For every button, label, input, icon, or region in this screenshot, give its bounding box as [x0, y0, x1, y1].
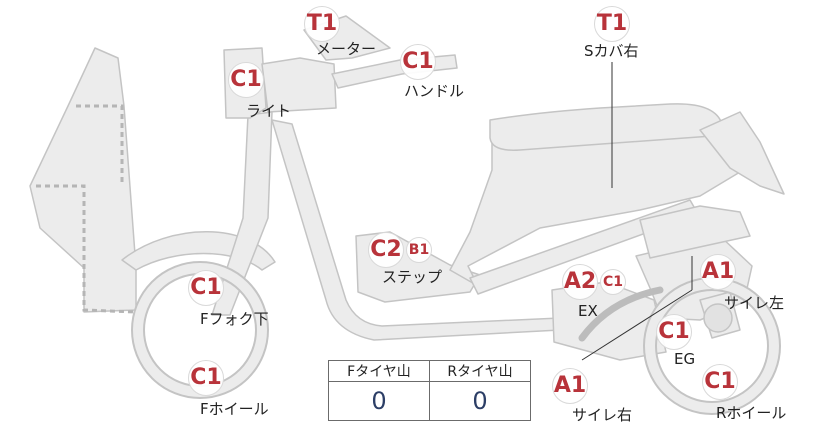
- rear-shock: [639, 205, 751, 259]
- handle-grade-badge: C1: [400, 44, 436, 80]
- engine-grade-badge: C1: [656, 314, 692, 350]
- engine-label: EG: [674, 350, 696, 368]
- tire-tread-table: Fタイヤ山 Rタイヤ山 0 0: [328, 360, 531, 421]
- front-fork-grade-badge: C1: [188, 270, 224, 306]
- front-shield: [29, 47, 137, 313]
- exhaust-sub-grade-badge: C1: [600, 269, 626, 295]
- handle-tag[interactable]: C1: [400, 44, 436, 80]
- meter-grade-badge: T1: [304, 6, 340, 42]
- step-label: ステップ: [382, 268, 443, 286]
- silencer-l-tag[interactable]: A1: [700, 254, 736, 290]
- tread-header-row: Fタイヤ山 Rタイヤ山: [328, 360, 531, 382]
- front-tread-header: Fタイヤ山: [328, 360, 430, 382]
- silencer-r-tag[interactable]: A1: [552, 368, 588, 404]
- front-wheel-grade-badge: C1: [188, 360, 224, 396]
- rear-tread-value[interactable]: 0: [429, 381, 531, 421]
- tail: [699, 111, 785, 195]
- rear-tread-header: Rタイヤ山: [429, 360, 531, 382]
- meter-label: メーター: [316, 40, 377, 58]
- light-label: ライト: [246, 102, 292, 120]
- front-wheel-label: Fホイール: [200, 400, 269, 418]
- rear-wheel-grade-badge: C1: [702, 364, 738, 400]
- front-fork-tag[interactable]: C1: [188, 270, 224, 306]
- front-wheel-tag[interactable]: C1: [188, 360, 224, 396]
- silencer-l-grade-badge: A1: [700, 254, 736, 290]
- silencer-l-label: サイレ左: [724, 294, 785, 312]
- side-cover-r-tag[interactable]: T1: [594, 6, 630, 42]
- meter-tag[interactable]: T1: [304, 6, 340, 42]
- front-tread-value[interactable]: 0: [328, 381, 430, 421]
- exhaust-label: EX: [578, 302, 598, 320]
- silencer-r-grade-badge: A1: [552, 368, 588, 404]
- step-sub-grade-badge: B1: [406, 237, 432, 263]
- exhaust-pipe: [578, 286, 664, 342]
- tread-value-row: 0 0: [328, 381, 531, 421]
- engine-tag[interactable]: C1: [656, 314, 692, 350]
- exhaust-tag[interactable]: A2 C1: [562, 264, 626, 300]
- handle-cover: [261, 57, 337, 113]
- step-tag[interactable]: C2 B1: [368, 232, 432, 268]
- step-grade-badge: C2: [368, 232, 404, 268]
- rear-wheel-tag[interactable]: C1: [702, 364, 738, 400]
- exhaust-grade-badge: A2: [562, 264, 598, 300]
- silencer-r-label: サイレ右: [572, 406, 633, 424]
- rear-wheel-label: Rホイール: [716, 404, 787, 422]
- side-cover-r-label: Sカバ右: [584, 42, 639, 60]
- light-tag[interactable]: C1: [228, 62, 264, 98]
- light-grade-badge: C1: [228, 62, 264, 98]
- side-cover-r-grade-badge: T1: [594, 6, 630, 42]
- seat: [489, 103, 723, 151]
- front-fork-label: Fフォク下: [200, 310, 269, 328]
- handle-label: ハンドル: [404, 82, 465, 100]
